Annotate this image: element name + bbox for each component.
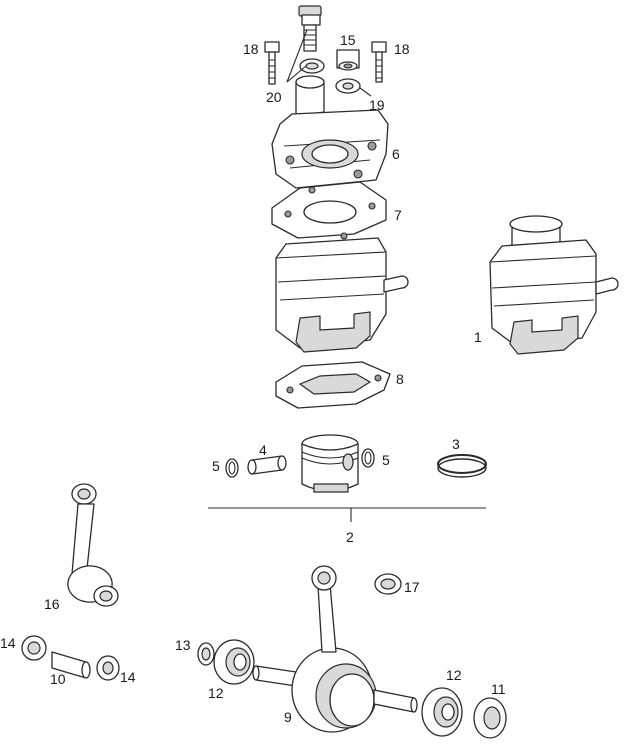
piston-ring — [437, 454, 487, 478]
connecting-rod — [67, 483, 119, 607]
seal-14-left — [21, 635, 47, 661]
spark-plug — [298, 5, 322, 52]
pin-10 — [51, 651, 91, 679]
seal-11 — [473, 697, 507, 739]
callout-18-left: 18 — [243, 41, 259, 57]
circlip-right — [361, 448, 375, 468]
callout-2: 2 — [346, 529, 354, 545]
callout-19: 19 — [369, 97, 385, 113]
piston-pin — [247, 455, 287, 475]
callout-13: 13 — [175, 637, 191, 653]
callout-11: 11 — [491, 681, 506, 697]
callout-6: 6 — [392, 146, 400, 162]
callout-16: 16 — [44, 596, 60, 612]
piston — [301, 434, 359, 493]
crankshaft — [252, 565, 418, 733]
callout-17: 17 — [404, 579, 420, 595]
callout-9: 9 — [284, 709, 292, 725]
callout-18-right: 18 — [394, 41, 410, 57]
callout-3: 3 — [452, 436, 460, 452]
callout-12-left: 12 — [208, 685, 224, 701]
bearing-12-left — [213, 639, 255, 685]
head-gasket — [271, 181, 387, 240]
base-gasket — [275, 361, 391, 409]
callout-1: 1 — [474, 329, 482, 345]
callout-20: 20 — [266, 89, 282, 105]
callout-5-left: 5 — [212, 458, 220, 474]
callout-14-left: 14 — [0, 635, 16, 651]
callout-15: 15 — [340, 32, 356, 48]
callout-4: 4 — [259, 442, 267, 458]
bolt-18-left — [264, 41, 280, 85]
seal-13 — [197, 642, 215, 666]
callout-14-right: 14 — [120, 669, 136, 685]
group-2-bracket — [208, 507, 486, 522]
callout-7: 7 — [394, 207, 402, 223]
washer-20 — [299, 58, 325, 74]
bearing-12-right — [421, 687, 463, 737]
seal-14-right — [96, 655, 120, 681]
washer-19 — [335, 78, 361, 94]
circlip-left — [225, 458, 239, 478]
callout-8: 8 — [396, 371, 404, 387]
needle-bearing — [374, 573, 402, 595]
cylinder-assembly — [489, 215, 619, 355]
leader-lines — [286, 29, 372, 97]
nut-15 — [336, 49, 360, 71]
callout-5-right: 5 — [382, 452, 390, 468]
bolt-18-right — [371, 41, 387, 83]
callout-10: 10 — [50, 671, 66, 687]
cylinder-head — [271, 75, 389, 189]
callout-12-right: 12 — [446, 667, 462, 683]
cylinder-exploded — [275, 237, 409, 353]
